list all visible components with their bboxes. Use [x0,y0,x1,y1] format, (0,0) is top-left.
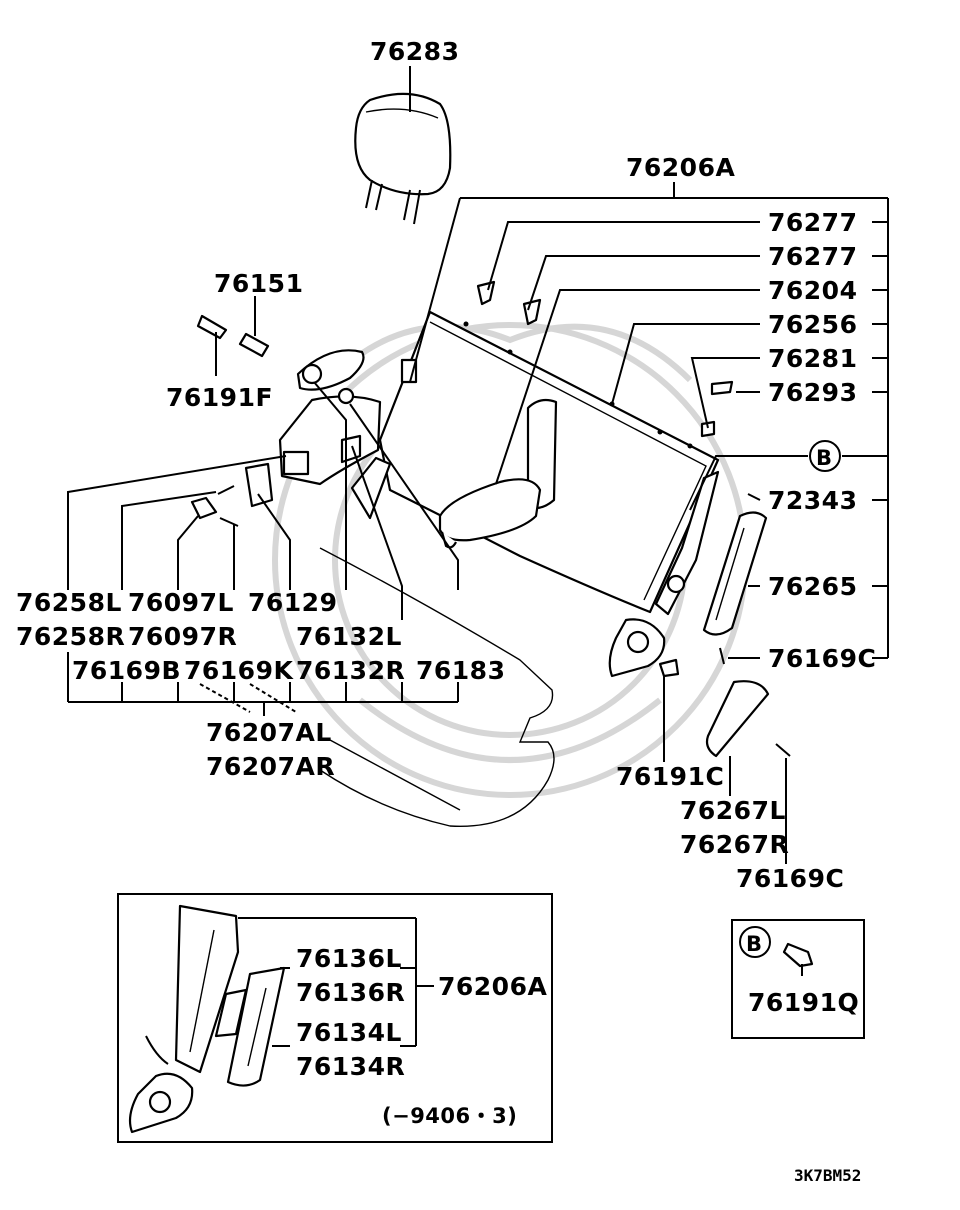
label-76258L: 76258L [16,588,122,617]
label-76132L: 76132L [296,622,402,651]
detail-b-marker: B [746,932,763,956]
label-76169K: 76169K [184,656,294,685]
label-76134R: 76134R [296,1052,405,1081]
screw-76169C-a [719,647,725,665]
cap-76281 [700,420,716,438]
label-76206A: 76206A [626,153,735,182]
screw-76169B [217,485,235,495]
clip-76277b [522,298,542,326]
cover-slot [715,527,745,621]
clip-76277a [476,280,496,306]
handle-knob [301,363,323,385]
label-76183: 76183 [416,656,505,685]
label-76191F: 76191F [166,383,273,412]
ref-marker-b-text: B [816,446,833,470]
spring-76151 [238,332,270,358]
cover-76267 [705,680,770,758]
seat-latch [350,456,392,520]
leaders-left [67,381,459,716]
inset-note: (−9406・3) [382,1104,517,1128]
label-76132R: 76132R [296,656,405,685]
label-72343: 72343 [768,486,857,515]
label-76169C-a: 76169C [768,644,876,673]
label-76136L: 76136L [296,944,402,973]
cover-76129 [244,462,274,508]
label-76293: 76293 [768,378,857,407]
detail-b-box [731,919,865,1039]
knob-76183 [337,387,355,405]
label-76191Q: 76191Q [748,988,859,1017]
ref-marker-b [809,440,841,472]
headrest [354,92,452,225]
armrest [438,478,542,542]
label-76256: 76256 [768,310,857,339]
drawing-code: 3K7BM52 [794,1166,861,1185]
cover-76265 [702,511,768,636]
label-76129: 76129 [248,588,337,617]
cushion-edge [329,739,461,811]
seat-back-frame [378,310,720,614]
label-76207AL: 76207AL [206,718,332,747]
leaders-right [409,182,889,659]
label-76283: 76283 [370,37,459,66]
label-76151: 76151 [214,269,303,298]
label-76281: 76281 [768,344,857,373]
bolt-76191F [196,314,228,340]
label-76097L: 76097L [128,588,234,617]
bolt-76191C [658,658,680,678]
label-76136R: 76136R [296,978,405,1007]
hinge-assembly [608,470,720,678]
pin-76293 [710,380,734,396]
label-76134L: 76134L [296,1018,402,1047]
seat-cushion-outline [319,547,555,827]
label-76169B: 76169B [72,656,181,685]
label-76265: 76265 [768,572,857,601]
label-76267R: 76267R [680,830,789,859]
label-76277-b: 76277 [768,242,857,271]
label-76191C: 76191C [616,762,724,791]
bracket-76097 [190,496,218,520]
inset-box [117,893,553,1143]
label-76207AR: 76207AR [206,752,335,781]
label-76204: 76204 [768,276,857,305]
label-76097R: 76097R [128,622,237,651]
label-76258R: 76258R [16,622,125,651]
label-76206A-inset: 76206A [438,972,547,1001]
label-76169C-b: 76169C [736,864,844,893]
screw-76169C-b [775,743,791,757]
label-76267L: 76267L [680,796,786,825]
screw-76169K [219,517,239,527]
label-76277-a: 76277 [768,208,857,237]
